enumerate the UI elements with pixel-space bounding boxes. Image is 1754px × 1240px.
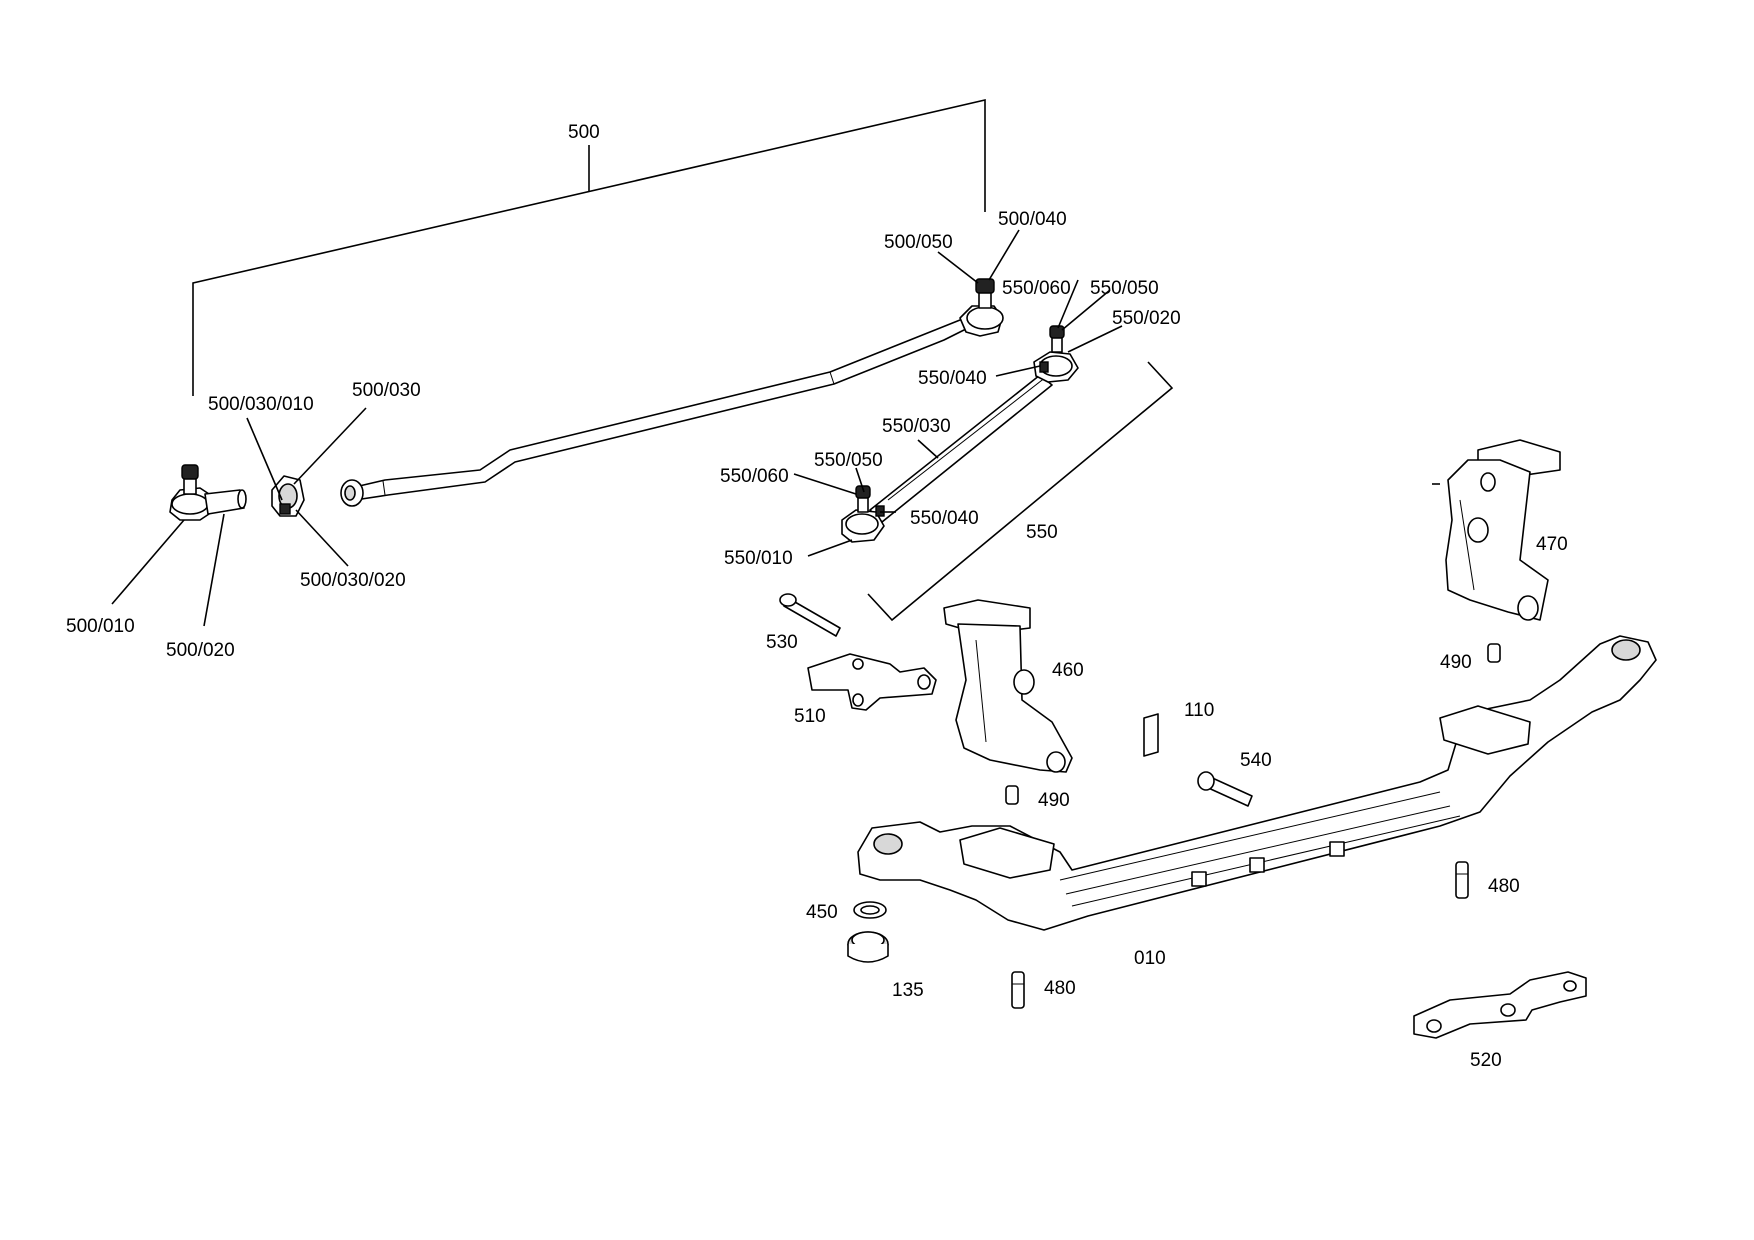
ball-joint-500-010 [169,464,247,521]
clamp-500-030 [271,475,305,517]
label-540: 540 [1240,750,1272,771]
label-530: 530 [766,632,798,653]
washer-450 [853,901,887,919]
bracket-550 [867,361,1174,622]
label-500-030: 500/030 [352,380,421,401]
label-510: 510 [794,706,826,727]
bolt-540 [1197,771,1253,807]
label-500-050: 500/050 [884,232,953,253]
label-490-upper: 490 [1440,652,1472,673]
ring-135 [847,931,889,963]
label-480-left: 480 [1044,978,1076,999]
label-550-050-upper: 550/050 [1090,278,1159,299]
label-520: 520 [1470,1050,1502,1071]
label-110: 110 [1184,700,1214,721]
label-550-040-upper: 550/040 [918,368,987,389]
label-470: 470 [1536,534,1568,555]
label-550-040-lower: 550/040 [910,508,979,529]
leader-lines [111,229,1440,627]
bolt-480-left [1011,971,1025,1009]
label-490-lower: 490 [1038,790,1070,811]
label-010: 010 [1134,948,1166,969]
bush-490-lower [1005,785,1019,805]
label-550-060-upper: 550/060 [1002,278,1071,299]
bracket-470 [1445,439,1561,621]
label-135: 135 [892,980,924,1001]
bracket-500 [192,98,986,396]
axle-beam-010 [857,635,1657,931]
tie-rod-500 [340,317,969,507]
bracket-460 [943,599,1073,773]
label-500-010: 500/010 [66,616,135,637]
label-550: 550 [1026,522,1058,543]
bolt-480-right [1455,861,1469,899]
label-550-030: 550/030 [882,416,951,437]
bush-490-upper [1487,643,1501,663]
plate-510 [807,653,937,711]
shim-110 [1143,713,1159,757]
label-500-020: 500/020 [166,640,235,661]
label-550-010: 550/010 [724,548,793,569]
label-480-right: 480 [1488,876,1520,897]
label-500-040: 500/040 [998,209,1067,230]
part-labels: 500 500/040 500/050 500/030/010 500/030 … [66,122,1568,1071]
bolt-530 [779,593,841,637]
label-460: 460 [1052,660,1084,681]
label-500-030-020: 500/030/020 [300,570,406,591]
clamp-520 [1413,971,1587,1039]
label-450: 450 [806,902,838,923]
label-550-020: 550/020 [1112,308,1181,329]
label-550-060-lower: 550/060 [720,466,789,487]
label-550-050-lower: 550/050 [814,450,883,471]
tie-rod-550 [841,325,1079,543]
ball-joint-500-040 [959,278,1004,337]
label-500-030-010: 500/030/010 [208,394,314,415]
label-500: 500 [568,122,600,143]
